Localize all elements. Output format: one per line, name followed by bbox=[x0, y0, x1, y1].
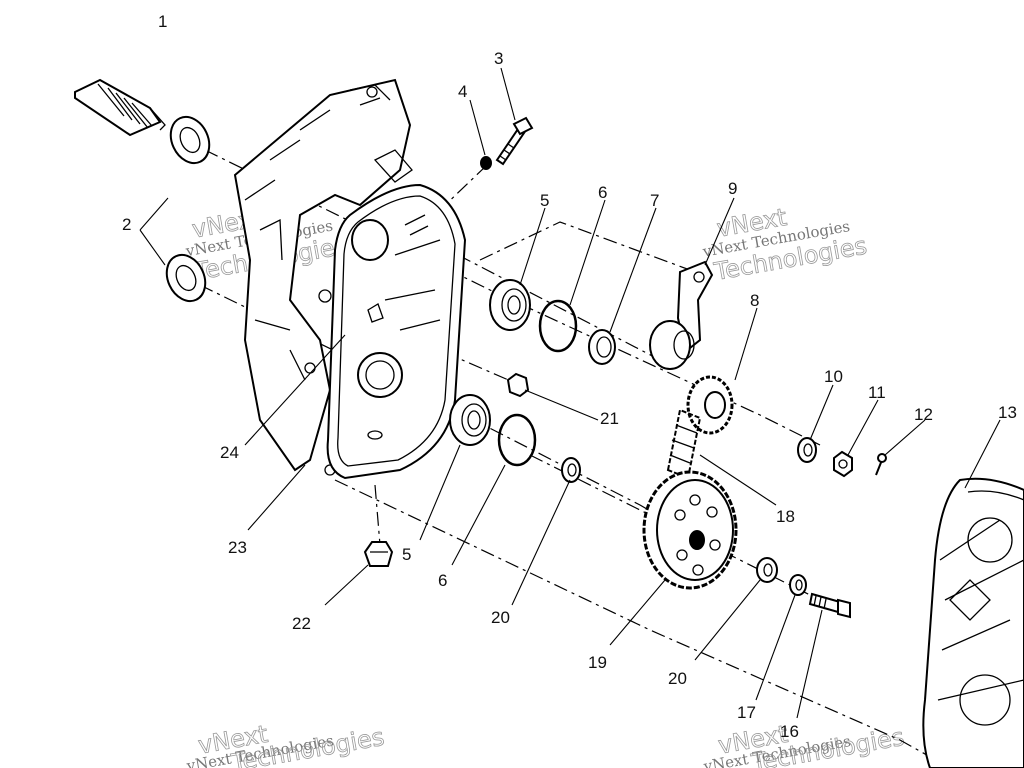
callout-11: 11 bbox=[868, 383, 886, 402]
part-seal-7 bbox=[588, 329, 616, 365]
part-cotter-pin-12 bbox=[875, 453, 887, 476]
part-lower-sprocket bbox=[642, 470, 738, 590]
callout-1: 1 bbox=[158, 12, 167, 31]
part-bolt-3 bbox=[495, 116, 534, 166]
part-bearing-upper bbox=[489, 279, 531, 331]
callout-23: 23 bbox=[228, 538, 247, 557]
part-tensioner-arm bbox=[649, 260, 714, 370]
callout-12: 12 bbox=[914, 405, 933, 424]
part-nut-11 bbox=[833, 450, 853, 478]
callout-19: 19 bbox=[588, 653, 607, 672]
callout-9: 9 bbox=[728, 179, 737, 198]
callout-20-upper: 20 bbox=[491, 608, 510, 627]
callout-3: 3 bbox=[494, 49, 503, 68]
part-nut-21 bbox=[506, 372, 530, 398]
part-washer-20-lower bbox=[756, 557, 778, 583]
callout-labels: 1 2 3 4 5 5 6 6 7 8 9 10 11 12 13 16 17 … bbox=[122, 12, 1017, 741]
part-chaincase-cover bbox=[922, 477, 1024, 768]
part-lock-washer-17 bbox=[789, 574, 807, 596]
callout-6-upper: 6 bbox=[598, 183, 607, 202]
callout-5-upper: 5 bbox=[540, 191, 549, 210]
part-housing bbox=[233, 78, 413, 476]
callout-21: 21 bbox=[600, 409, 619, 428]
callout-17: 17 bbox=[737, 703, 756, 722]
watermark-bottom-left: vNext vNext Technologies Technologies bbox=[184, 720, 386, 768]
callout-22: 22 bbox=[292, 614, 311, 633]
part-seal-upper bbox=[169, 115, 211, 165]
callout-20-lower: 20 bbox=[668, 669, 687, 688]
part-washer-10 bbox=[797, 437, 817, 463]
callout-13: 13 bbox=[998, 403, 1017, 422]
callout-16: 16 bbox=[780, 722, 799, 741]
watermark-bottom-right: vNext vNext Technologies Technologies bbox=[701, 720, 906, 768]
part-bolt-16 bbox=[808, 592, 851, 619]
part-chaincase-plate bbox=[326, 183, 467, 480]
part-shaft bbox=[74, 78, 166, 137]
leader-lines bbox=[139, 67, 1001, 719]
callout-6-lower: 6 bbox=[438, 571, 447, 590]
part-bearing-lower bbox=[449, 394, 491, 446]
callout-2: 2 bbox=[122, 215, 131, 234]
callout-18: 18 bbox=[776, 507, 795, 526]
callout-7: 7 bbox=[650, 191, 659, 210]
part-washer-4 bbox=[480, 156, 492, 170]
part-acorn-nut-22 bbox=[363, 541, 394, 567]
callout-8: 8 bbox=[750, 291, 759, 310]
callout-5-lower: 5 bbox=[402, 545, 411, 564]
part-snap-ring-upper bbox=[538, 299, 578, 353]
callout-4: 4 bbox=[458, 82, 467, 101]
callout-10: 10 bbox=[824, 367, 843, 386]
watermark-top-right: vNext vNext Technologies Technologies bbox=[700, 203, 869, 287]
part-upper-sprocket bbox=[686, 375, 734, 435]
part-snap-ring-lower bbox=[497, 413, 537, 467]
callout-24: 24 bbox=[220, 443, 239, 462]
part-seal-lower bbox=[165, 253, 207, 303]
part-washer-20-upper bbox=[561, 457, 581, 483]
